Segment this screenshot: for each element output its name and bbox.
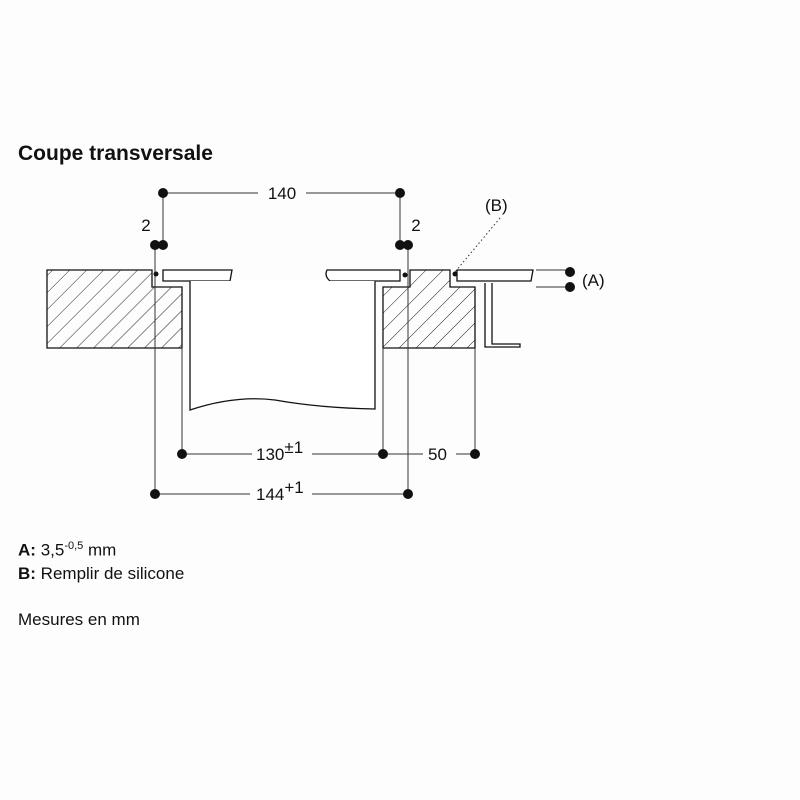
dim-144: 144+1 [256, 478, 304, 504]
right-glass [325, 269, 401, 282]
dim-left-gap: 2 [141, 216, 150, 235]
dim-50: 50 [428, 445, 447, 464]
dim-right-gap: 2 [411, 216, 420, 235]
hob-body [189, 281, 376, 411]
dim-140: 140 [268, 184, 296, 203]
dim-130: 130±1 [256, 438, 303, 464]
measurement-note: Mesures en mm [18, 610, 140, 629]
left-worktop [46, 269, 183, 349]
legend-b: B: Remplir de silicone [18, 564, 185, 583]
right-worktop [382, 269, 476, 349]
page-title: Coupe transversale [18, 142, 213, 165]
dimension-dots [150, 188, 575, 499]
adjacent-glass [456, 269, 534, 282]
label-b: (B) [485, 196, 508, 215]
legend-a: A: 3,5-0,5 mm [18, 540, 117, 560]
adjacent-bracket [484, 283, 521, 348]
label-a: (A) [582, 271, 605, 290]
left-glass [162, 269, 233, 282]
